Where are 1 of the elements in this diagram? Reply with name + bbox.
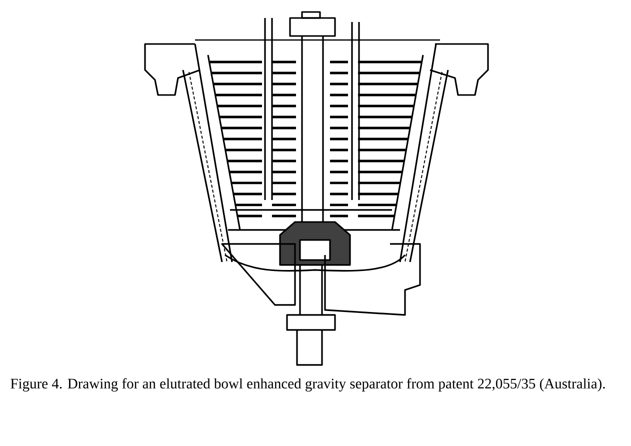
figure-caption: Figure 4. Drawing for an elutrated bowl enhanced gravity separator from patent 22,055/35 (Australia). xyxy=(10,378,605,392)
